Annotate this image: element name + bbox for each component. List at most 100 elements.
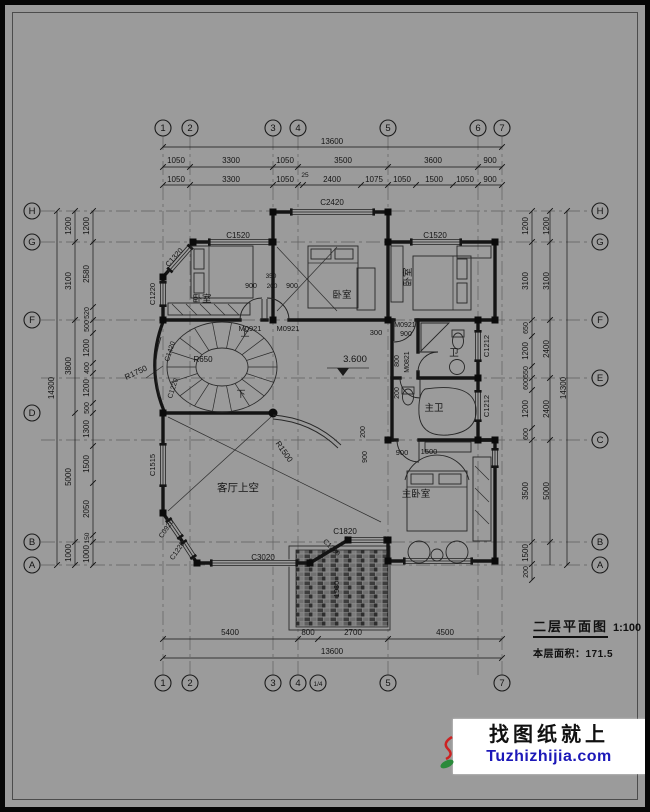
doors: [239, 297, 439, 463]
svg-text:H: H: [29, 206, 36, 217]
svg-text:1: 1: [160, 678, 165, 689]
svg-text:2400: 2400: [323, 175, 341, 184]
svg-text:C: C: [597, 435, 604, 446]
svg-text:800: 800: [394, 355, 401, 367]
columns: [159, 208, 499, 567]
svg-text:主卧室: 主卧室: [402, 488, 431, 500]
svg-text:1200: 1200: [521, 342, 530, 360]
window: [208, 238, 271, 246]
svg-text:A: A: [29, 560, 36, 571]
svg-text:5: 5: [385, 678, 390, 689]
svg-text:3100: 3100: [542, 272, 551, 290]
svg-text:25: 25: [301, 172, 309, 179]
svg-text:900: 900: [483, 156, 497, 165]
svg-text:200: 200: [267, 283, 278, 290]
svg-text:13600: 13600: [321, 137, 344, 146]
svg-text:500: 500: [84, 320, 91, 332]
svg-text:650: 650: [523, 322, 530, 334]
svg-text:R1500: R1500: [274, 439, 295, 464]
svg-text:3: 3: [270, 123, 275, 134]
svg-text:3.600: 3.600: [343, 354, 367, 365]
svg-text:1050: 1050: [167, 175, 185, 184]
svg-text:3: 3: [270, 678, 275, 689]
svg-text:600: 600: [523, 428, 530, 440]
svg-text:1200: 1200: [82, 379, 91, 397]
svg-text:M0921: M0921: [277, 324, 300, 333]
svg-text:200: 200: [394, 387, 401, 399]
svg-text:C2420: C2420: [320, 198, 344, 207]
svg-text:300: 300: [370, 328, 383, 337]
svg-text:600: 600: [523, 378, 530, 390]
svg-text:C1220: C1220: [169, 541, 186, 562]
svg-text:C1820: C1820: [333, 527, 357, 536]
svg-text:1200: 1200: [521, 217, 530, 235]
svg-text:900: 900: [286, 283, 298, 290]
svg-text:1000: 1000: [64, 544, 73, 562]
svg-text:900: 900: [396, 448, 409, 457]
svg-text:G: G: [596, 237, 603, 248]
svg-text:1000: 1000: [82, 545, 91, 563]
svg-text:C1420: C1420: [164, 341, 177, 363]
watermark-text: 找图纸就上: [489, 724, 609, 746]
svg-text:G: G: [28, 237, 35, 248]
svg-text:3100: 3100: [64, 272, 73, 290]
svg-text:主卫: 主卫: [424, 402, 444, 414]
svg-text:C1212: C1212: [482, 335, 491, 357]
svg-text:C1520: C1520: [423, 231, 447, 240]
svg-text:14300: 14300: [559, 376, 568, 399]
svg-text:4: 4: [295, 678, 300, 689]
svg-text:1/4: 1/4: [313, 681, 322, 688]
svg-text:客厅上空: 客厅上空: [217, 481, 259, 494]
window: [290, 208, 375, 216]
svg-text:200: 200: [523, 566, 530, 578]
svg-text:2400: 2400: [542, 340, 551, 358]
svg-text:C1520: C1520: [226, 231, 250, 240]
svg-text:3100: 3100: [521, 272, 530, 290]
svg-text:350: 350: [266, 273, 277, 280]
svg-text:5000: 5000: [64, 468, 73, 486]
svg-text:3500: 3500: [521, 482, 530, 500]
svg-text:C1220: C1220: [148, 283, 157, 305]
svg-text:B: B: [29, 537, 35, 548]
svg-text:5400: 5400: [221, 628, 239, 637]
svg-text:13600: 13600: [321, 647, 344, 656]
svg-text:800: 800: [301, 628, 315, 637]
svg-text:1200: 1200: [542, 217, 551, 235]
svg-text:1500: 1500: [425, 175, 443, 184]
svg-text:3300: 3300: [222, 175, 240, 184]
svg-text:550: 550: [523, 366, 530, 378]
window: [210, 559, 298, 567]
drawing-scale: 1:100: [613, 622, 642, 634]
svg-text:上: 上: [240, 328, 249, 338]
svg-text:1050: 1050: [276, 156, 294, 165]
svg-text:H: H: [597, 206, 604, 217]
construction-lines: [145, 246, 490, 525]
window: [179, 539, 198, 560]
svg-text:6: 6: [475, 123, 480, 134]
window: [159, 281, 167, 307]
svg-text:520: 520: [84, 307, 91, 319]
svg-text:M0921: M0921: [394, 322, 416, 329]
svg-text:卧室: 卧室: [332, 289, 351, 301]
svg-text:M0921: M0921: [239, 324, 262, 333]
svg-text:900: 900: [245, 283, 257, 290]
windows: [159, 208, 499, 567]
dimension-lines: [53, 143, 571, 662]
window: [166, 243, 194, 274]
window: [491, 448, 499, 468]
svg-text:2: 2: [187, 123, 192, 134]
svg-text:14300: 14300: [47, 376, 56, 399]
svg-text:1075: 1075: [365, 175, 383, 184]
svg-text:2050: 2050: [82, 500, 91, 518]
svg-text:400: 400: [84, 362, 91, 374]
svg-text:1930: 1930: [332, 581, 341, 598]
svg-text:1050: 1050: [276, 175, 294, 184]
svg-text:1300: 1300: [82, 420, 91, 438]
svg-text:200: 200: [360, 426, 367, 438]
svg-text:2580: 2580: [82, 265, 91, 283]
svg-text:1050: 1050: [167, 156, 185, 165]
svg-text:1500: 1500: [82, 455, 91, 473]
window: [165, 516, 184, 541]
